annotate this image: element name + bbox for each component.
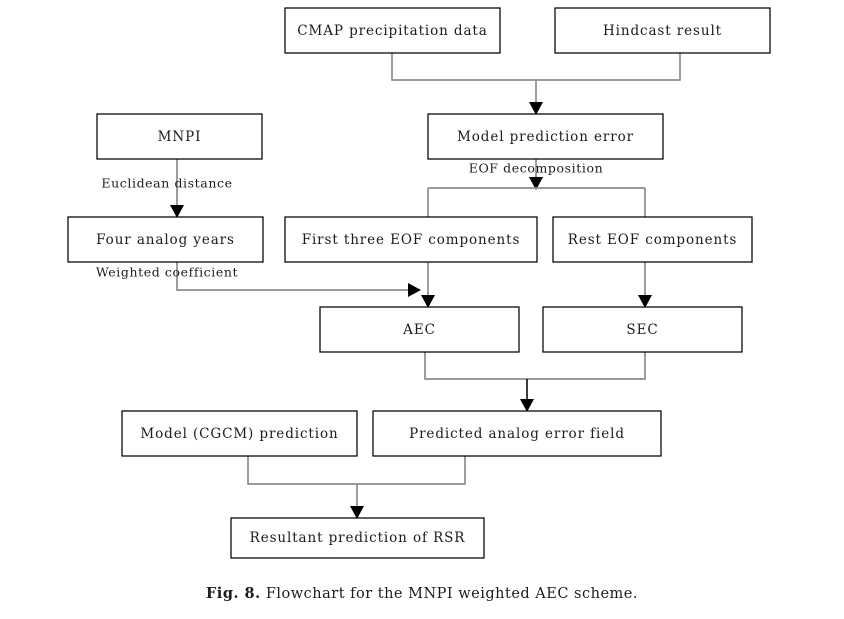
node-sec[interactable]: SEC	[542, 306, 743, 353]
edge-mpe-to-eof-split	[427, 159, 646, 217]
node-label-eof3: First three EOF components	[302, 232, 521, 248]
node-four-analog-years[interactable]: Four analog years	[67, 216, 264, 263]
edge-label-eof-decomposition: EOF decomposition	[469, 161, 604, 176]
node-first-three-eof-components[interactable]: First three EOF components	[284, 216, 538, 263]
node-label-analog: Four analog years	[96, 232, 235, 248]
edge-analog-to-aec	[176, 262, 421, 297]
node-rest-eof-components[interactable]: Rest EOF components	[552, 216, 753, 263]
node-cmap-precipitation-data[interactable]: CMAP precipitation data	[284, 7, 501, 54]
edge-label-layer: Euclidean distance EOF decomposition Wei…	[96, 161, 603, 280]
figure-caption: Fig. 8. Flowchart for the MNPI weighted …	[0, 585, 844, 602]
edge-label-weighted-coefficient: Weighted coefficient	[96, 265, 238, 280]
edge-label-euclidean-distance: Euclidean distance	[101, 176, 232, 191]
node-label-cmap: CMAP precipitation data	[297, 23, 487, 39]
node-label-mnpi: MNPI	[158, 129, 202, 145]
figure-caption-prefix: Fig. 8.	[206, 585, 261, 602]
node-aec[interactable]: AEC	[319, 306, 520, 353]
edge-cgcm-paef-to-rsr	[247, 456, 466, 519]
edge-layer	[170, 53, 681, 519]
edge-cmap-hindcast-to-mpe	[391, 53, 681, 115]
node-hindcast-result[interactable]: Hindcast result	[554, 7, 771, 54]
edge-eof3-to-aec	[421, 262, 435, 308]
node-predicted-analog-error-field[interactable]: Predicted analog error field	[372, 410, 662, 457]
node-label-mpe: Model prediction error	[457, 129, 634, 145]
edge-aec-sec-to-paef	[424, 352, 646, 412]
node-layer: CMAP precipitation data Hindcast result …	[67, 7, 771, 559]
figure-caption-text: Flowchart for the MNPI weighted AEC sche…	[265, 586, 638, 602]
node-mnpi[interactable]: MNPI	[96, 113, 263, 160]
node-label-hindcast: Hindcast result	[603, 23, 722, 39]
edge-mnpi-to-analog	[170, 159, 184, 218]
node-label-eofrest: Rest EOF components	[568, 232, 737, 248]
node-label-cgcm: Model (CGCM) prediction	[140, 426, 338, 442]
node-resultant-prediction-of-rsr[interactable]: Resultant prediction of RSR	[230, 517, 485, 559]
node-label-paef: Predicted analog error field	[409, 426, 625, 442]
edge-eofrest-to-sec	[638, 262, 652, 308]
node-label-aec: AEC	[402, 322, 436, 338]
node-label-rsr: Resultant prediction of RSR	[250, 530, 466, 546]
node-model-prediction-error[interactable]: Model prediction error	[427, 113, 664, 160]
node-label-sec: SEC	[626, 322, 658, 338]
node-model-cgcm-prediction[interactable]: Model (CGCM) prediction	[121, 410, 358, 457]
